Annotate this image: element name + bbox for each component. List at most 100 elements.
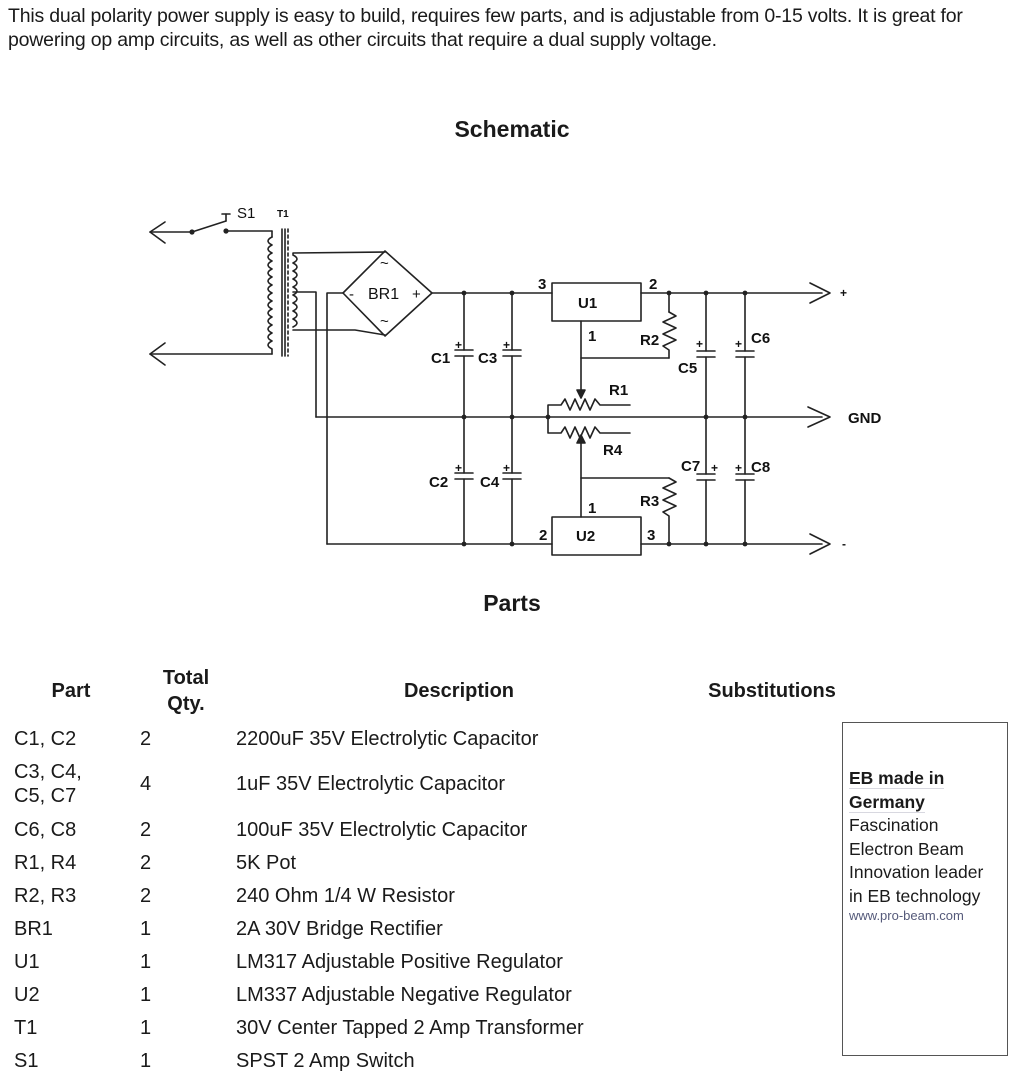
qty-cell: 2 — [140, 851, 152, 874]
c2-polarity: + — [455, 461, 462, 475]
ad-title-line1[interactable]: EB made in — [849, 768, 945, 789]
part-line1: R2, R3 — [14, 884, 77, 907]
transformer-primary-coil — [267, 236, 273, 355]
col-substitutions: Substitutions — [708, 680, 836, 702]
schematic-heading: Schematic — [454, 116, 570, 142]
u1-pin-out-label: 2 — [649, 276, 657, 293]
ad-line: Innovation leader — [849, 862, 984, 882]
qty-cell: 2 — [140, 884, 152, 907]
switch-s1 — [191, 213, 273, 238]
br1-ac-label-bottom: ~ — [380, 313, 389, 330]
description-cell: 2200uF 35V Electrolytic Capacitor — [236, 727, 539, 750]
br1-ac-label-top: ~ — [380, 255, 389, 272]
c5-polarity: + — [696, 337, 703, 351]
c6-label: C6 — [751, 330, 770, 347]
c2-label: C2 — [429, 474, 448, 491]
t1-label: T1 — [277, 209, 289, 220]
u2-pin-adj-label: 1 — [588, 500, 596, 517]
part-line1: BR1 — [14, 917, 53, 940]
gnd-output-arrow — [807, 406, 831, 428]
ad-line: Fascination — [849, 815, 939, 835]
part-line1: C3, C4, — [14, 761, 82, 783]
substitutions-cell — [682, 1011, 862, 1044]
part-cell: C6, C8 — [6, 813, 136, 846]
qty-cell: 2 — [140, 818, 152, 841]
col-qty: Total Qty. — [136, 660, 236, 722]
u2-label: U2 — [576, 528, 595, 545]
ac-input-top-arrow — [149, 221, 193, 244]
part-line1: S1 — [14, 1049, 39, 1072]
u2-pin-in-label: 2 — [539, 527, 547, 544]
qty-cell: 1 — [140, 1016, 152, 1039]
part-cell: R2, R3 — [6, 879, 136, 912]
c3-label: C3 — [478, 350, 497, 367]
c1-label: C1 — [431, 350, 450, 367]
br1-plus-label: + — [412, 286, 421, 303]
c7-polarity: + — [711, 461, 718, 475]
parts-table-row: C6, C8 2 100uF 35V Electrolytic Capacitor — [6, 813, 862, 846]
substitutions-cell — [682, 755, 862, 813]
negative-output-arrow — [809, 533, 831, 555]
qty-cell: 2 — [140, 727, 152, 750]
part-cell: R1, R4 — [6, 846, 136, 879]
ad-url-link[interactable]: www.pro-beam.com — [849, 908, 964, 923]
description-cell: SPST 2 Amp Switch — [236, 1049, 415, 1072]
regulator-u1 — [551, 282, 642, 322]
positive-output-arrow — [809, 282, 831, 304]
c7-label: C7 — [681, 458, 700, 475]
br1-label: BR1 — [368, 286, 399, 303]
substitutions-cell — [682, 846, 862, 879]
description-cell: 240 Ohm 1/4 W Resistor — [236, 884, 455, 907]
substitutions-cell — [682, 813, 862, 846]
c1-polarity: + — [455, 338, 462, 352]
part-line2: C5, C7 — [14, 785, 77, 807]
c8-polarity: + — [735, 461, 742, 475]
c6-polarity: + — [735, 337, 742, 351]
ad-line: Electron Beam — [849, 838, 964, 859]
c8-label: C8 — [751, 459, 770, 476]
s1-label: S1 — [237, 205, 255, 222]
part-cell: T1 — [6, 1011, 136, 1044]
c5-label: C5 — [678, 360, 697, 377]
parts-table-row: R2, R3 2 240 Ohm 1/4 W Resistor — [6, 879, 862, 912]
resistor-r2 — [662, 311, 677, 359]
negative-output-label: - — [842, 537, 846, 551]
col-qty-line2: Qty. — [167, 693, 205, 715]
r2-label: R2 — [640, 332, 659, 349]
resistor-r3 — [662, 477, 677, 545]
part-line1: C6, C8 — [14, 818, 77, 841]
advertisement-box[interactable]: EB made in Germany Fascination Electron … — [842, 722, 1008, 1056]
regulator-u2 — [551, 516, 642, 556]
br1-minus-label: - — [349, 286, 354, 303]
col-part: Part — [51, 680, 91, 702]
part-cell: C3, C4,C5, C7 — [6, 755, 136, 813]
substitutions-cell — [682, 978, 862, 1011]
qty-cell: 1 — [140, 950, 152, 973]
part-line1: U1 — [14, 950, 40, 973]
description-cell: 5K Pot — [236, 851, 297, 874]
transformer-secondary-coil — [292, 254, 298, 328]
part-cell: U2 — [6, 978, 136, 1011]
ad-title-line2[interactable]: Germany — [849, 791, 925, 813]
substitutions-cell — [682, 722, 862, 755]
parts-heading: Parts — [483, 590, 541, 616]
part-cell: U1 — [6, 945, 136, 978]
ad-title[interactable]: EB made in Germany — [849, 767, 1007, 814]
substitutions-cell — [682, 879, 862, 912]
part-cell: S1 — [6, 1044, 136, 1077]
substitutions-cell — [682, 912, 862, 945]
description-cell: 100uF 35V Electrolytic Capacitor — [236, 818, 528, 841]
r4-label: R4 — [603, 442, 623, 459]
potentiometer-r4 — [547, 416, 631, 439]
c4-label: C4 — [480, 474, 500, 491]
intro-paragraph: This dual polarity power supply is easy … — [8, 5, 963, 51]
part-line1: U2 — [14, 983, 40, 1006]
c3-polarity: + — [503, 338, 510, 352]
junction-dots — [189, 228, 748, 547]
u1-pin-in-label: 3 — [538, 276, 546, 293]
